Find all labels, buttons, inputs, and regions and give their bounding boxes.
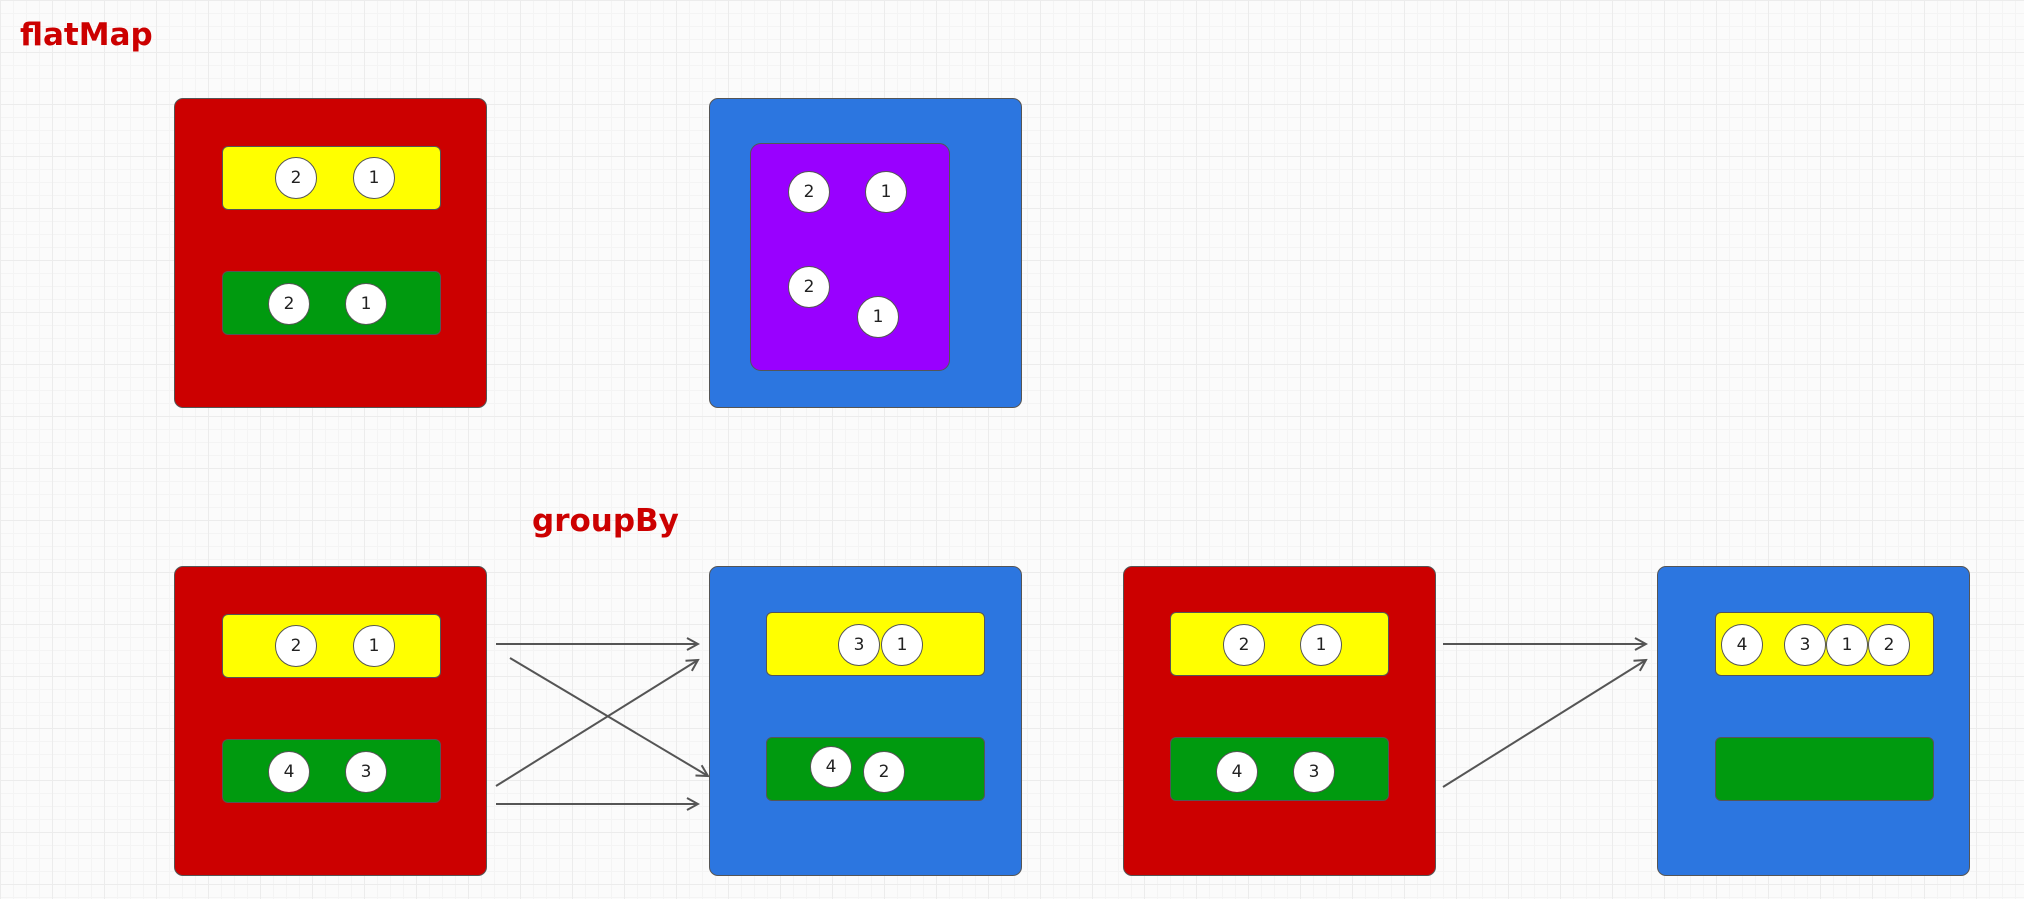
element-ball: 4 <box>1721 624 1763 666</box>
flatmap-input-partition: 2 1 2 1 <box>174 98 487 408</box>
element-ball: 1 <box>865 171 907 213</box>
groupby-title: groupBy <box>532 503 679 539</box>
groupby-right-output-partition: 4 3 1 2 <box>1657 566 1970 876</box>
element-ball: 2 <box>275 157 317 199</box>
element-ball: 2 <box>788 266 830 308</box>
element-ball: 1 <box>353 625 395 667</box>
groupby-left-input-green-bar: 4 3 <box>222 739 441 803</box>
element-ball: 3 <box>1293 751 1335 793</box>
groupby-right-input-yellow-bar: 2 1 <box>1170 612 1389 676</box>
element-ball: 2 <box>788 171 830 213</box>
groupby-left-input-partition: 2 1 4 3 <box>174 566 487 876</box>
flatmap-input-yellow-bar: 2 1 <box>222 146 441 210</box>
element-ball: 1 <box>1826 624 1868 666</box>
arrow-right-green <box>1442 660 1646 788</box>
groupby-left-output-partition: 3 1 4 2 <box>709 566 1022 876</box>
groupby-right-input-partition: 2 1 4 3 <box>1123 566 1436 876</box>
groupby-left-input-yellow-bar: 2 1 <box>222 614 441 678</box>
element-ball: 1 <box>857 296 899 338</box>
element-ball: 1 <box>353 157 395 199</box>
element-ball: 2 <box>268 283 310 325</box>
element-ball: 3 <box>1784 624 1826 666</box>
element-ball: 1 <box>881 624 923 666</box>
element-ball: 2 <box>1868 624 1910 666</box>
element-ball: 1 <box>345 283 387 325</box>
element-ball: 4 <box>810 746 852 788</box>
element-ball: 2 <box>275 625 317 667</box>
groupby-left-output-green-bar: 4 2 <box>766 737 985 801</box>
flatmap-input-green-bar: 2 1 <box>222 271 441 335</box>
element-ball: 3 <box>345 751 387 793</box>
arrow-green-to-yellow <box>495 660 698 787</box>
element-ball: 2 <box>1223 624 1265 666</box>
groupby-right-input-green-bar: 4 3 <box>1170 737 1389 801</box>
element-ball: 4 <box>1216 751 1258 793</box>
element-ball: 3 <box>838 624 880 666</box>
groupby-right-output-green-bar <box>1715 737 1934 801</box>
element-ball: 4 <box>268 751 310 793</box>
groupby-left-output-yellow-bar: 3 1 <box>766 612 985 676</box>
arrow-yellow-to-green <box>509 657 708 776</box>
flatmap-title: flatMap <box>20 17 153 53</box>
element-ball: 1 <box>1300 624 1342 666</box>
flatmap-output-partition: 2 1 2 1 <box>709 98 1022 408</box>
element-ball: 2 <box>863 751 905 793</box>
groupby-right-output-yellow-bar: 4 3 1 2 <box>1715 612 1934 676</box>
flatmap-output-purple-bar: 2 1 2 1 <box>750 143 950 371</box>
